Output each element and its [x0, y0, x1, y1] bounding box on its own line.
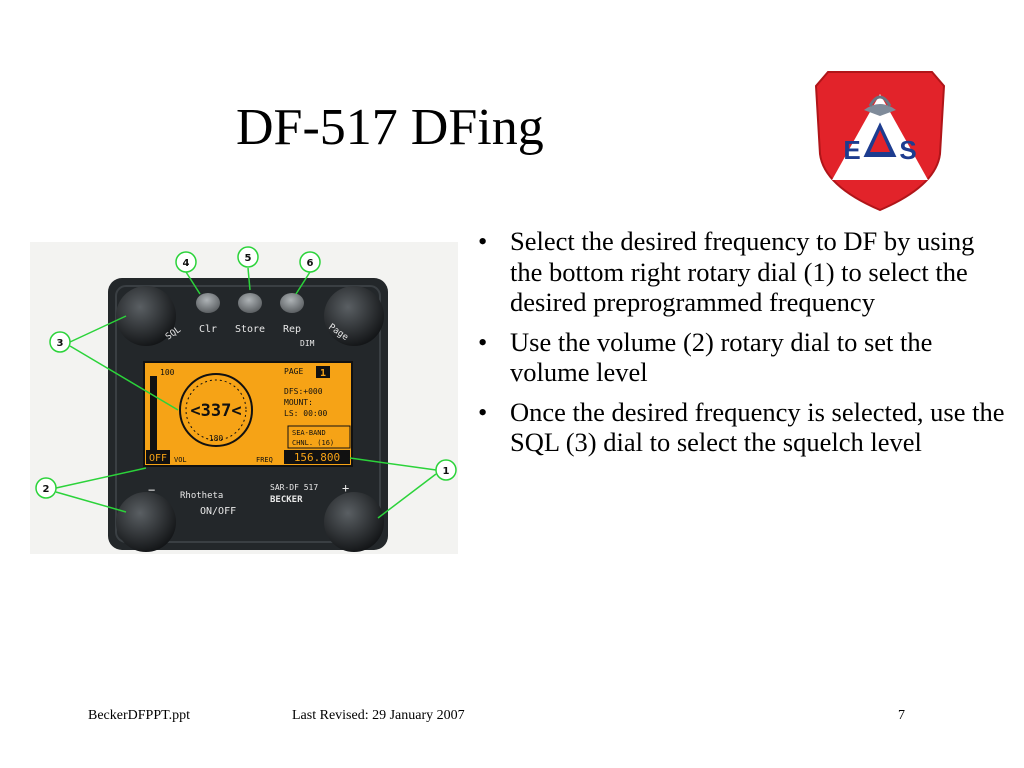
dim-label: DIM [300, 339, 315, 348]
lcd-display: 100 <337< 180 PAGE 1 DFS:+000 MOUNT: LS:… [143, 361, 353, 467]
clr-button [196, 293, 220, 313]
volume-bar [150, 376, 157, 450]
vol-label: VOL [174, 456, 187, 464]
bullet-item: Use the volume (2) rotary dial to set th… [472, 327, 1012, 388]
es-shield-logo: E S [814, 71, 946, 212]
logo-letter-s: S [899, 135, 916, 165]
footer-filename: BeckerDFPPT.ppt [88, 708, 191, 723]
sql-knob [116, 286, 176, 346]
bar-top-label: 100 [160, 368, 175, 377]
brand-label: BECKER [270, 495, 303, 505]
model-label: SAR-DF 517 [270, 483, 318, 492]
ls-readout: LS: 00:00 [284, 409, 328, 418]
page-indicator-label: PAGE [284, 367, 303, 376]
page-knob [324, 286, 384, 346]
store-label: Store [235, 324, 265, 335]
bullet-item: Select the desired frequency to DF by us… [472, 226, 1012, 318]
footer-page-number: 7 [898, 708, 905, 723]
squelch-off-readout: OFF [149, 453, 167, 464]
callout-4: 4 [183, 258, 190, 269]
rhotheta-label: Rhotheta [180, 491, 223, 501]
bearing-readout: <337< [190, 401, 241, 421]
callout-5: 5 [245, 253, 252, 264]
callout-1: 1 [443, 466, 450, 477]
plus-label: + [342, 481, 349, 495]
footer-revised: Last Revised: 29 January 2007 [292, 708, 465, 723]
frequency-knob [324, 492, 384, 552]
eagle-icon [864, 104, 896, 116]
volume-knob [116, 492, 176, 552]
logo-letter-e: E [843, 135, 860, 165]
clr-label: Clr [199, 324, 217, 335]
df517-device-image: Clr Store Rep SQL Page DIM Rhotheta ON/O… [30, 242, 458, 554]
store-button [238, 293, 262, 313]
sea-band-label: SEA-BAND [292, 429, 326, 437]
slide-title: DF-517 DFing [236, 99, 544, 156]
callout-2: 2 [43, 484, 50, 495]
freq-label: FREQ [256, 456, 273, 464]
compass-ring [179, 373, 253, 447]
mount-readout: MOUNT: [284, 398, 313, 407]
page-number: 1 [320, 368, 326, 379]
onoff-label: ON/OFF [200, 506, 236, 517]
callout-3: 3 [57, 338, 64, 349]
compass-bottom-label: 180 [209, 434, 224, 443]
rep-button [280, 293, 304, 313]
frequency-readout: 156.800 [294, 451, 340, 464]
bullet-list: Select the desired frequency to DF by us… [472, 226, 1012, 467]
bullet-item: Once the desired frequency is selected, … [472, 397, 1012, 458]
channel-label: CHNL. (16) [292, 439, 334, 447]
callout-6: 6 [307, 258, 314, 269]
rep-label: Rep [283, 324, 301, 335]
dfs-readout: DFS:+000 [284, 387, 323, 396]
callout-lines [55, 267, 437, 519]
minus-label: − [148, 483, 155, 497]
